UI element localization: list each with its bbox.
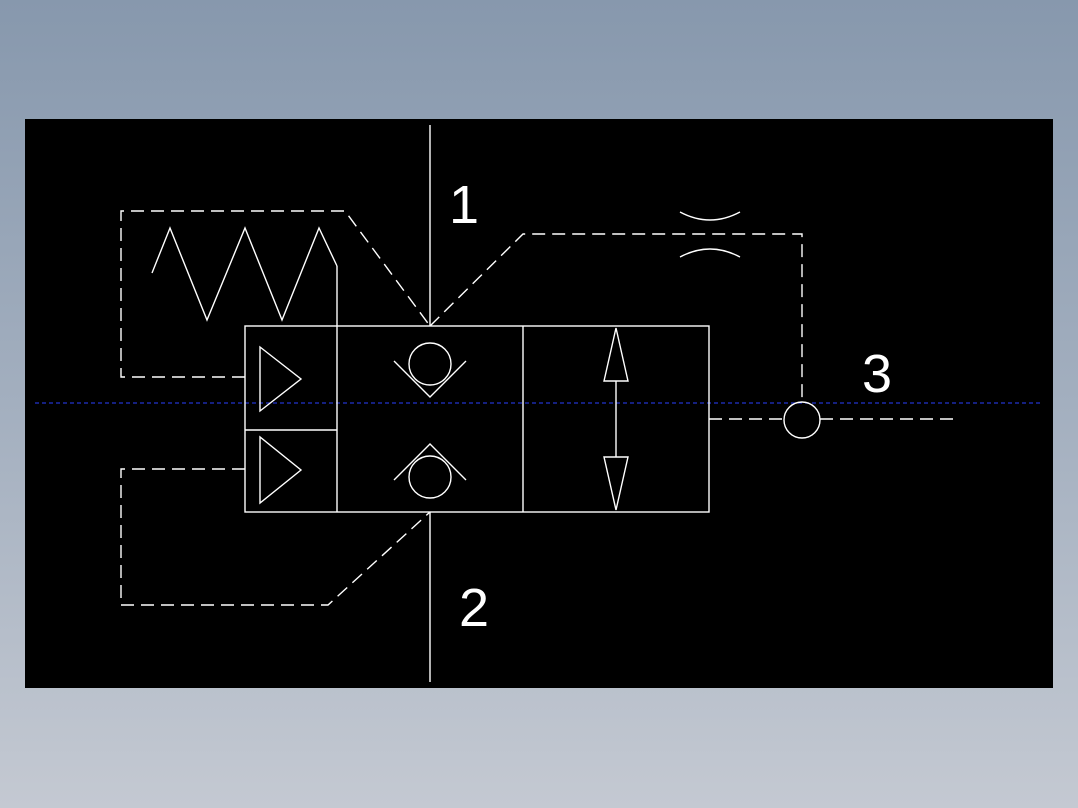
bidirectional-arrow-icon bbox=[603, 327, 629, 511]
pilot-triangle-icon-top bbox=[259, 345, 303, 413]
check-valve-icon-top bbox=[393, 342, 467, 398]
port-2-label: 2 bbox=[459, 578, 489, 638]
junction-circle-icon bbox=[783, 401, 821, 439]
spring-chamber-pilot-line bbox=[120, 210, 431, 378]
lower-pilot-line bbox=[120, 468, 431, 606]
upper-pilot-line bbox=[429, 233, 803, 403]
port-1-label: 1 bbox=[449, 175, 479, 235]
pilot-triangle-icon-bottom bbox=[259, 435, 303, 505]
spring-icon bbox=[151, 226, 338, 322]
port-3-label: 3 bbox=[862, 344, 892, 404]
orifice-icon bbox=[679, 211, 741, 258]
check-valve-icon-bottom bbox=[393, 443, 467, 499]
